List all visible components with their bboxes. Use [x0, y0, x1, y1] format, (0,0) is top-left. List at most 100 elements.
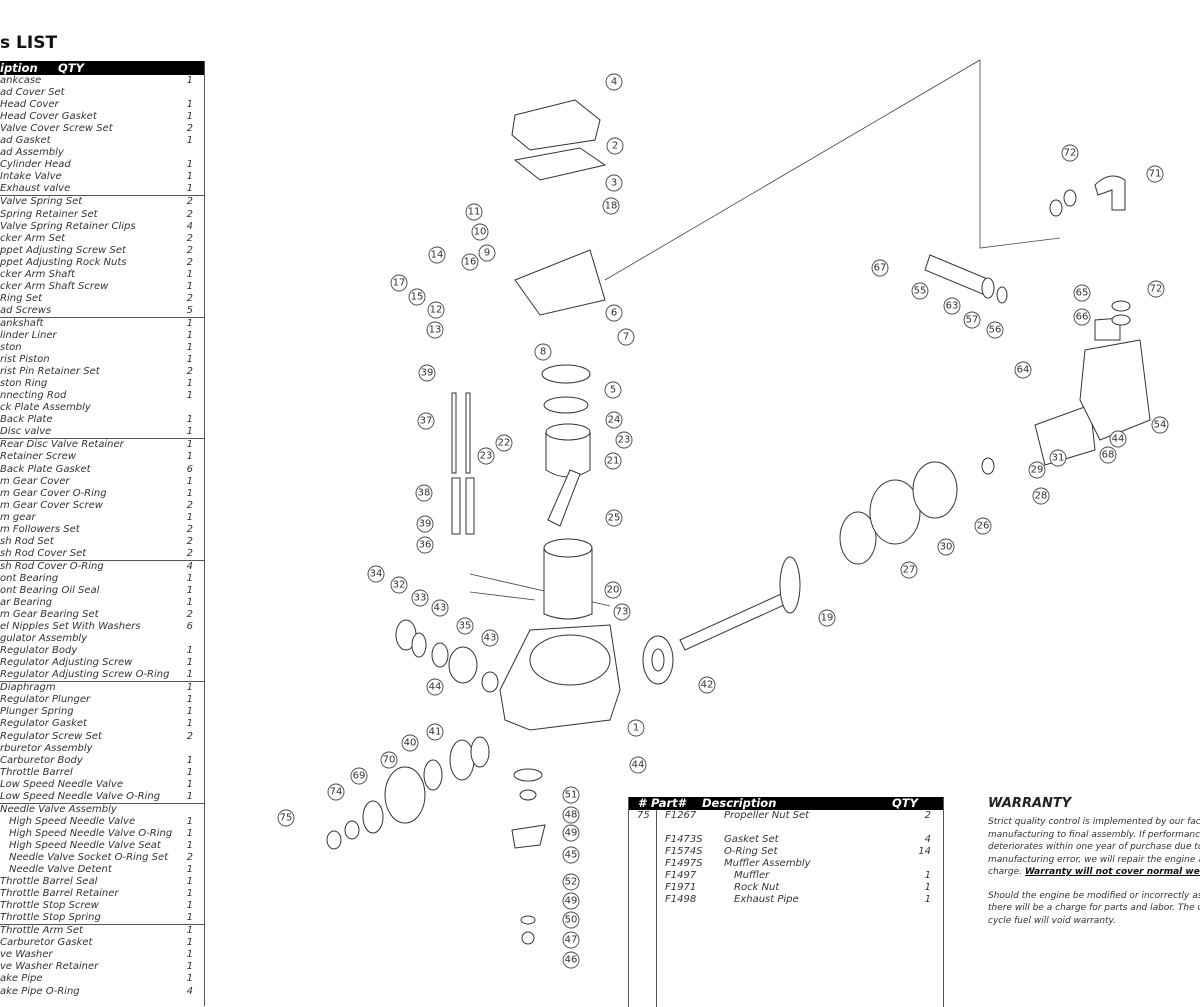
callout-33: 33: [411, 589, 429, 607]
callout-23: 23: [477, 447, 495, 465]
part-qty: 1: [186, 815, 193, 827]
callout-18: 18: [602, 197, 620, 215]
callout-66: 66: [1073, 308, 1091, 326]
callout-circle: [615, 431, 633, 449]
part-qty: 14: [918, 846, 931, 857]
callout-circle: [380, 751, 398, 769]
callout-43: 43: [431, 599, 449, 617]
part-qty: 1: [186, 682, 193, 694]
callout-75: 75: [277, 809, 295, 827]
callout-44: 44: [629, 756, 647, 774]
callout-20: 20: [604, 581, 622, 599]
callout-circle: [477, 447, 495, 465]
part-description: ppet Adjusting Rock Nuts: [0, 256, 127, 268]
callout-number: 17: [393, 278, 406, 289]
part-number: F1971: [665, 882, 697, 893]
callout-number: 42: [701, 680, 714, 691]
part-description: Rock Nut: [734, 882, 780, 893]
part-description: Retainer Screw: [0, 451, 76, 463]
part-description: rist Piston: [0, 354, 50, 366]
callout-number: 34: [370, 569, 383, 580]
callout-number: 28: [1035, 491, 1048, 502]
callout-circle: [1109, 430, 1127, 448]
callout-circle: [562, 846, 580, 864]
callout-number: 43: [434, 603, 447, 614]
part-qty: 1: [186, 268, 193, 280]
callout-64: 64: [1014, 361, 1032, 379]
callout-circle: [1014, 361, 1032, 379]
part-description: Regulator Gasket: [0, 718, 87, 730]
part-description: ston: [0, 342, 22, 354]
part-description: Gasket Set: [724, 834, 779, 845]
part-qty: 1: [186, 451, 193, 463]
part-qty: 1: [186, 900, 193, 912]
callout-19: 19: [818, 609, 836, 627]
callout-16: 16: [461, 253, 479, 271]
callout-circle: [350, 767, 368, 785]
callout-number: 47: [565, 935, 578, 946]
callout-circle: [937, 538, 955, 556]
part-description: Valve Spring Retainer Clips: [0, 220, 136, 232]
callout-circle: [871, 259, 889, 277]
part-qty: 1: [186, 584, 193, 596]
part-description: Throttle Barrel Seal: [0, 876, 98, 888]
callout-number: 49: [565, 896, 578, 907]
callout-2: 2: [606, 137, 624, 155]
part-qty: 2: [924, 810, 931, 821]
callout-circle: [415, 484, 433, 502]
part-number: F1574S: [665, 846, 703, 857]
callout-number: 10: [474, 227, 487, 238]
part-description: Needle Valve Assembly: [0, 803, 117, 815]
callout-circle: [943, 297, 961, 315]
part-description: Low Speed Needle Valve: [0, 778, 123, 790]
parts-list-row: Retainer Screw 1: [0, 451, 204, 463]
part-qty: 1: [186, 378, 193, 390]
callout-circle: [629, 756, 647, 774]
callout-circle: [431, 599, 449, 617]
callout-69: 69: [350, 767, 368, 785]
engine-parts-drawing: [326, 59, 1151, 945]
part-description: cker Arm Shaft Screw: [0, 280, 109, 292]
warranty-title: WARRANTY: [988, 796, 1072, 811]
callout-circle: [605, 509, 623, 527]
callout-number: 40: [404, 738, 417, 749]
part-qty: 1: [186, 973, 193, 985]
callout-7: 7: [617, 328, 635, 346]
callout-circle: [471, 223, 489, 241]
callout-45: 45: [562, 846, 580, 864]
part-qty: 1: [186, 159, 193, 171]
callout-5: 5: [604, 381, 622, 399]
callout-56: 56: [986, 321, 1004, 339]
callout-circle: [602, 197, 620, 215]
part-description: ake Pipe O-Ring: [0, 985, 80, 997]
part-description: Needle Valve Socket O-Ring Set: [9, 852, 169, 863]
part-qty: 1: [186, 75, 193, 86]
part-description: linder Liner: [0, 329, 57, 341]
part-number: F1497S: [665, 858, 703, 869]
callout-number: 23: [480, 451, 493, 462]
part-description: Back Plate Gasket: [0, 463, 91, 475]
part-description: Muffler: [734, 870, 770, 881]
part-qty: 2: [186, 523, 193, 535]
part-qty: 4: [186, 985, 193, 997]
callout-29: 29: [1028, 461, 1046, 479]
part-qty: 1: [186, 329, 193, 341]
callout-22: 22: [495, 434, 513, 452]
